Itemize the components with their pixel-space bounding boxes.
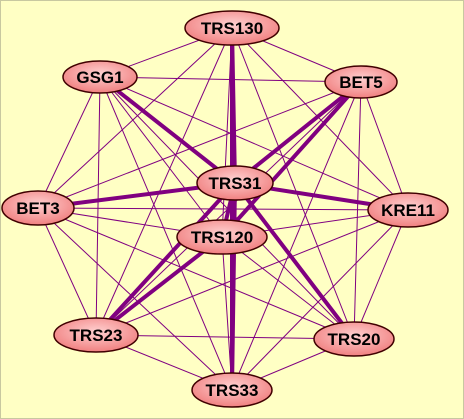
edge-gsg1-bet3 — [37, 76, 101, 209]
edge-gsg1-bet5 — [99, 76, 362, 83]
edge-bet5-trs120 — [220, 80, 363, 239]
edge-trs120-trs20 — [221, 236, 355, 340]
edge-bet5-bet3 — [37, 81, 362, 209]
node-ellipse — [53, 317, 139, 353]
node-ellipse — [313, 321, 395, 357]
node-trs20[interactable]: TRS20 — [313, 321, 395, 357]
edge-bet3-trs33 — [37, 207, 233, 391]
edge-kre11-trs23 — [95, 209, 409, 336]
node-ellipse — [1, 190, 75, 226]
node-label: TRS33 — [206, 381, 259, 400]
node-bet5[interactable]: BET5 — [324, 65, 398, 99]
edge-bet5-kre11 — [360, 81, 409, 211]
node-label: TRS23 — [70, 326, 123, 345]
edge-trs31-trs23 — [94, 181, 237, 337]
node-trs33[interactable]: TRS33 — [191, 372, 273, 408]
edge-bet3-trs20 — [37, 207, 355, 340]
node-gsg1[interactable]: GSG1 — [62, 60, 138, 94]
edge-kre11-trs20 — [353, 209, 409, 340]
node-label: TRS130 — [201, 19, 263, 38]
edge-gsg1-trs33 — [99, 76, 233, 391]
node-ellipse — [191, 372, 273, 408]
node-ellipse — [324, 65, 398, 99]
edge-kre11-trs33 — [231, 209, 409, 391]
node-label: KRE11 — [381, 201, 435, 220]
edge-bet5-trs20 — [353, 81, 362, 340]
edge-trs130-bet3 — [37, 27, 233, 209]
node-label: BET3 — [16, 199, 59, 218]
edge-trs120-trs33 — [221, 236, 233, 391]
node-trs120[interactable]: TRS120 — [176, 219, 268, 255]
edge-gsg1-trs31 — [98, 75, 237, 185]
edge-trs23-trs20 — [95, 334, 355, 340]
edge-gsg1-trs120 — [99, 76, 223, 238]
edge-layer — [36, 26, 410, 392]
edge-gsg1-kre11 — [99, 76, 409, 211]
edge-trs120-trs23 — [94, 235, 224, 337]
node-bet3[interactable]: BET3 — [1, 190, 75, 226]
edge-bet3-kre11 — [37, 207, 409, 211]
edge-bet5-trs31 — [233, 80, 363, 185]
node-label: BET5 — [339, 73, 382, 92]
node-label: TRS20 — [328, 330, 381, 349]
node-ellipse — [367, 192, 449, 228]
edge-trs130-kre11 — [231, 27, 409, 211]
edge-bet3-trs23 — [37, 207, 97, 336]
node-ellipse — [196, 165, 274, 201]
node-trs31[interactable]: TRS31 — [196, 165, 274, 201]
node-label: GSG1 — [76, 68, 123, 87]
node-label: TRS31 — [209, 174, 262, 193]
node-label: TRS120 — [191, 228, 253, 247]
node-trs23[interactable]: TRS23 — [53, 317, 139, 353]
node-ellipse — [62, 60, 138, 94]
node-kre11[interactable]: KRE11 — [367, 192, 449, 228]
edge-trs31-trs33 — [230, 181, 237, 392]
node-trs130[interactable]: TRS130 — [184, 10, 280, 46]
node-ellipse — [176, 219, 268, 255]
node-ellipse — [184, 10, 280, 46]
edge-bet5-trs33 — [231, 81, 362, 391]
edge-gsg1-trs23 — [95, 76, 101, 336]
